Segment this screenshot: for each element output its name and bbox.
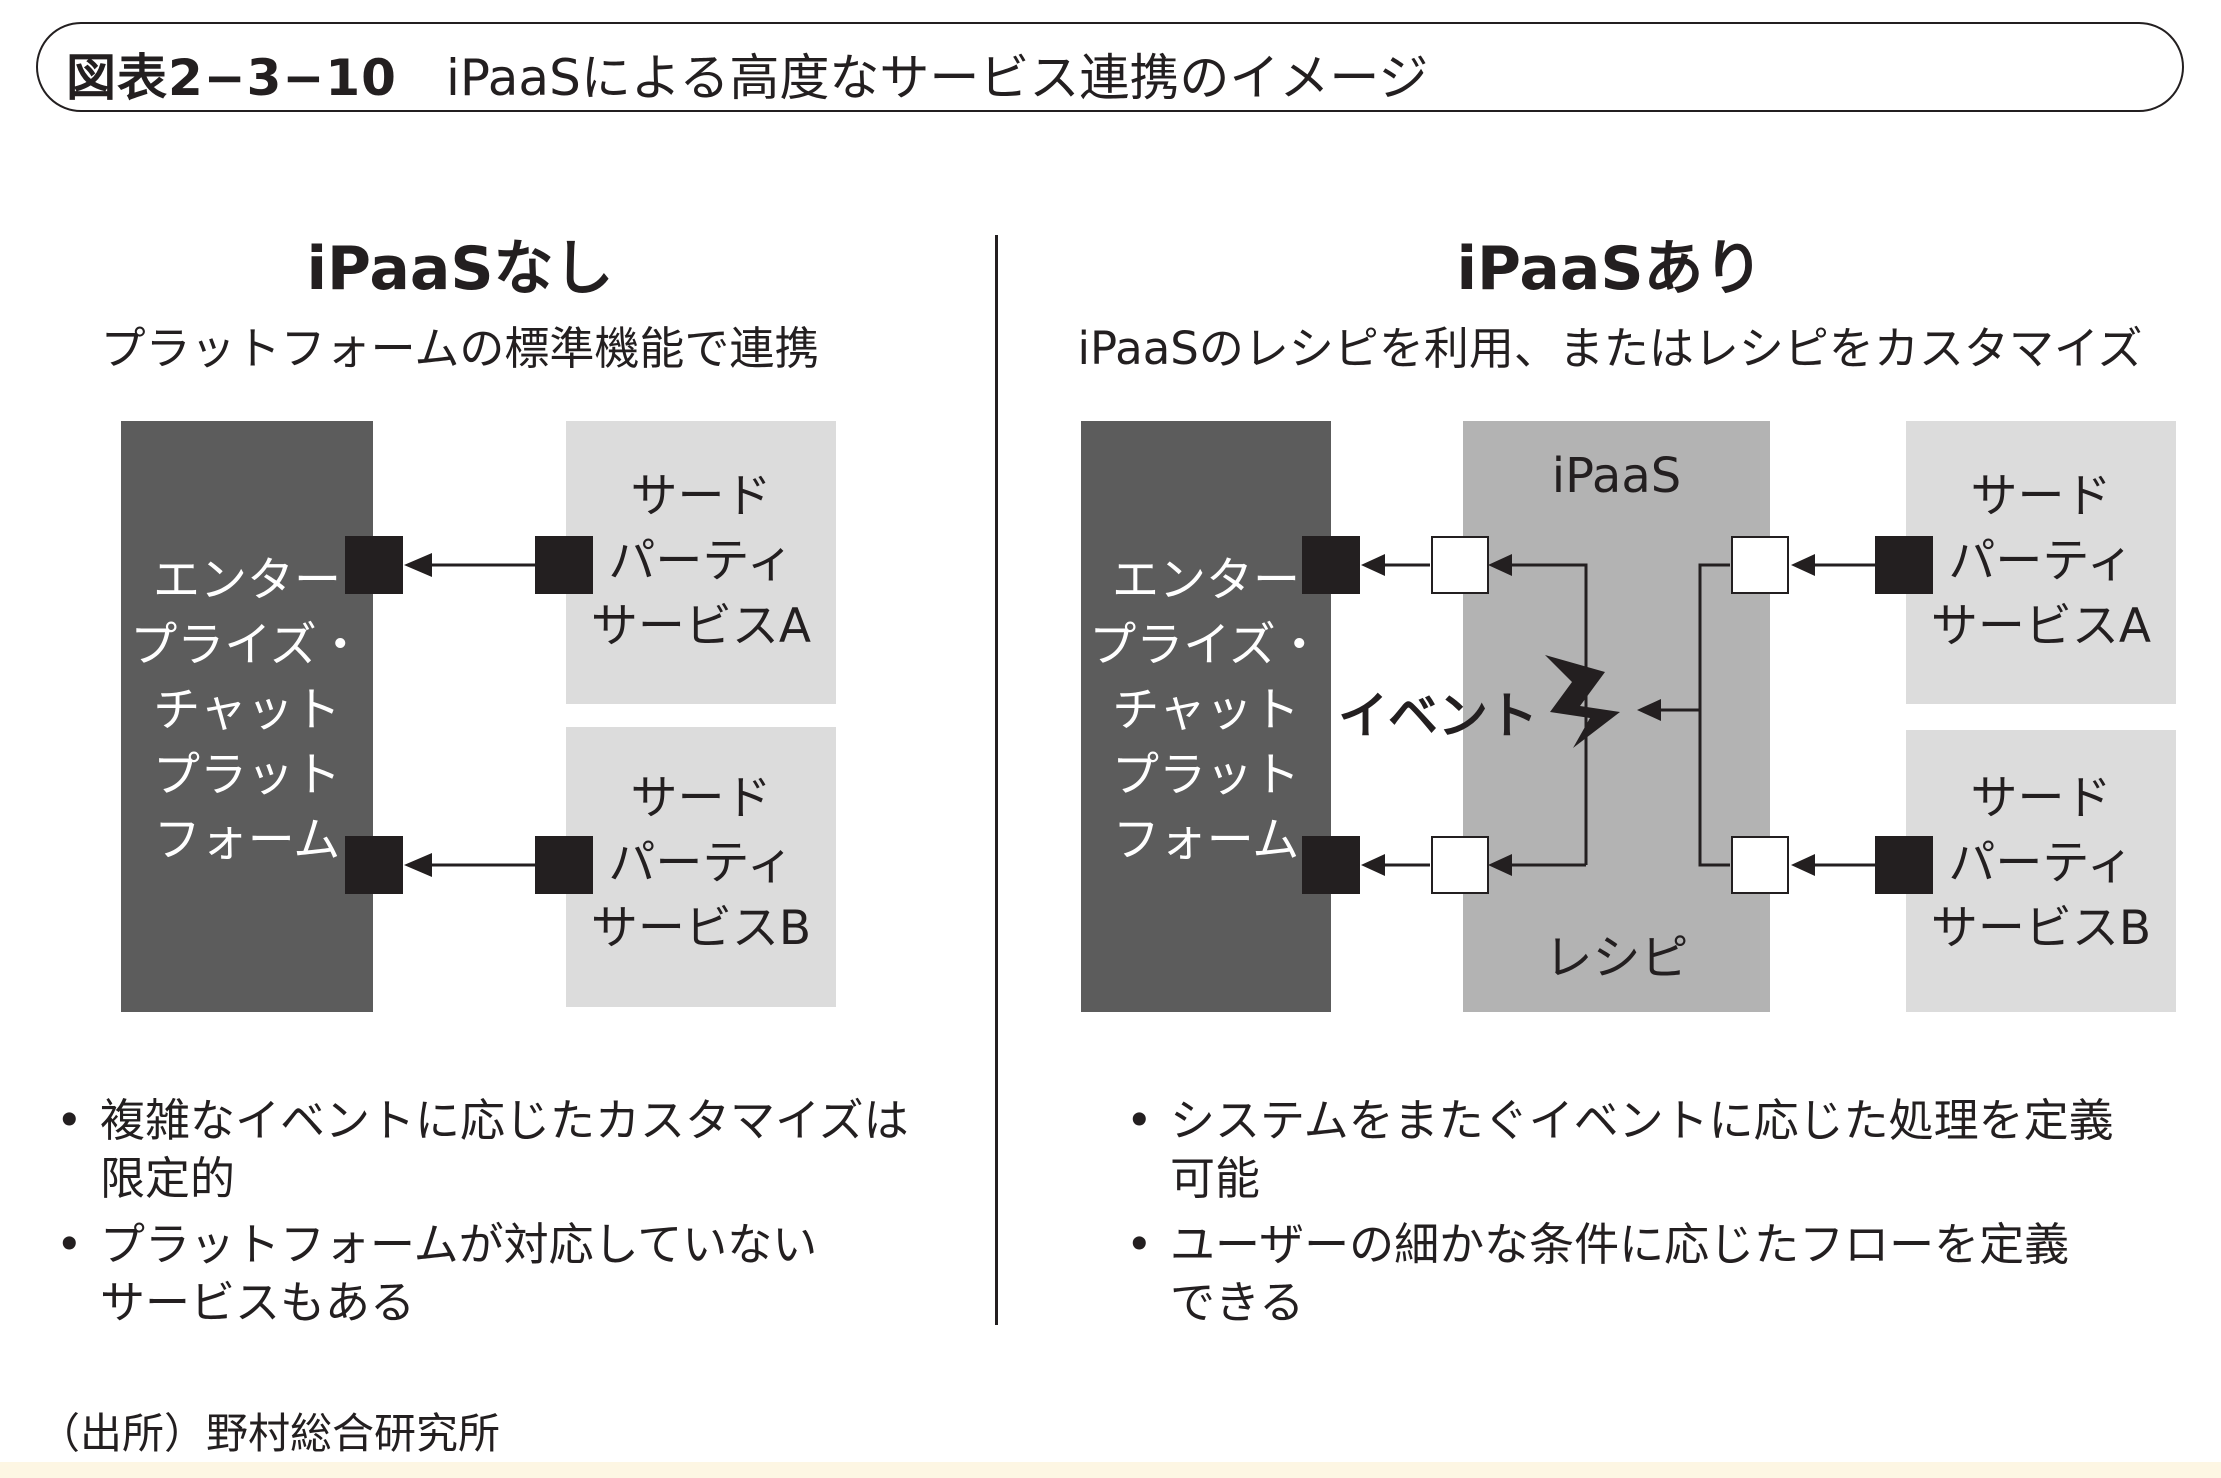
right-bullets: • システムをまたぐイベントに応じた処理を定義 可能 • ユーザーの細かな条件に… xyxy=(1126,1092,2170,1352)
right-heading: iPaaSあり xyxy=(1456,234,1764,304)
right-service-a-port xyxy=(1875,536,1933,594)
arrowhead-event xyxy=(1637,699,1661,721)
left-platform-port-a xyxy=(345,536,403,594)
left-subheading: プラットフォームの標準機能で連携 xyxy=(100,322,820,375)
right-subheading: iPaaSのレシピを利用、またはレシピをカスタマイズ xyxy=(1077,322,2143,375)
left-service-b-label: サード パーティ サービスB xyxy=(590,771,812,956)
lightning-icon xyxy=(1545,655,1620,748)
event-label: イベント xyxy=(1338,687,1538,745)
center-divider xyxy=(995,235,998,1325)
ipaas-out-port-a xyxy=(1431,536,1489,594)
right-bullet-2: • ユーザーの細かな条件に応じたフローを定義 できる xyxy=(1126,1218,2070,1329)
ipaas-label: iPaaS xyxy=(1551,448,1682,504)
left-platform-label: エンター プライズ・ チャット プラット フォーム xyxy=(130,553,364,868)
right-platform-label: エンター プライズ・ チャット プラット フォーム xyxy=(1089,553,1323,868)
left-service-a-label: サード パーティ サービスA xyxy=(590,469,812,654)
figure-title: iPaaSによる高度なサービス連携のイメージ xyxy=(446,49,1429,107)
ipaas-box xyxy=(1463,421,1770,1012)
left-service-a-box xyxy=(566,421,836,704)
left-heading: iPaaSなし xyxy=(306,234,614,304)
left-bullet-2: • プラットフォームが対応していない サービスもある xyxy=(56,1218,818,1329)
right-platform-box xyxy=(1081,421,1331,1012)
page-bottom-strip xyxy=(0,1462,2221,1478)
right-service-b-label: サード パーティ サービスB xyxy=(1930,771,2152,956)
right-service-b-port xyxy=(1875,836,1933,894)
left-service-b-port xyxy=(535,836,593,894)
ipaas-out-port-b xyxy=(1431,836,1489,894)
figure-number: 図表2−3−10 xyxy=(66,49,397,107)
left-service-a-port xyxy=(535,536,593,594)
ipaas-in-port-a xyxy=(1731,536,1789,594)
arrowhead-ipaas-b xyxy=(1791,854,1815,876)
right-service-a-box xyxy=(1906,421,2176,704)
arrowhead-platform-b xyxy=(1361,854,1385,876)
figure-title-frame xyxy=(36,22,2184,112)
recipe-loop-line xyxy=(1502,563,1588,847)
left-platform-box xyxy=(121,421,373,1012)
left-arrowhead-b xyxy=(404,853,432,877)
ipaas-in-port-b xyxy=(1731,836,1789,894)
arrowhead-platform-a xyxy=(1361,554,1385,576)
right-platform-port-a xyxy=(1302,536,1360,594)
left-arrowhead-a xyxy=(404,553,432,577)
left-bullets: • 複雑なイベントに応じたカスタマイズは 限定的 • プラットフォームが対応して… xyxy=(56,1092,960,1352)
arrowhead-ipaas-a xyxy=(1791,554,1815,576)
source-note: （出所）野村総合研究所 xyxy=(38,1409,501,1458)
left-bullet-1: • 複雑なイベントに応じたカスタマイズは 限定的 xyxy=(56,1094,909,1205)
left-platform-port-b xyxy=(345,836,403,894)
right-bullet-1: • システムをまたぐイベントに応じた処理を定義 可能 xyxy=(1126,1094,2114,1205)
arrowhead-recipe-b xyxy=(1488,854,1512,876)
right-service-a-label: サード パーティ サービスA xyxy=(1930,469,2152,654)
inbound-bracket xyxy=(1698,563,1730,867)
right-service-b-box xyxy=(1906,730,2176,1012)
left-service-b-box xyxy=(566,727,836,1007)
recipe-label: レシピ xyxy=(1544,930,1689,986)
arrowhead-recipe-a xyxy=(1488,554,1512,576)
right-platform-port-b xyxy=(1302,836,1360,894)
